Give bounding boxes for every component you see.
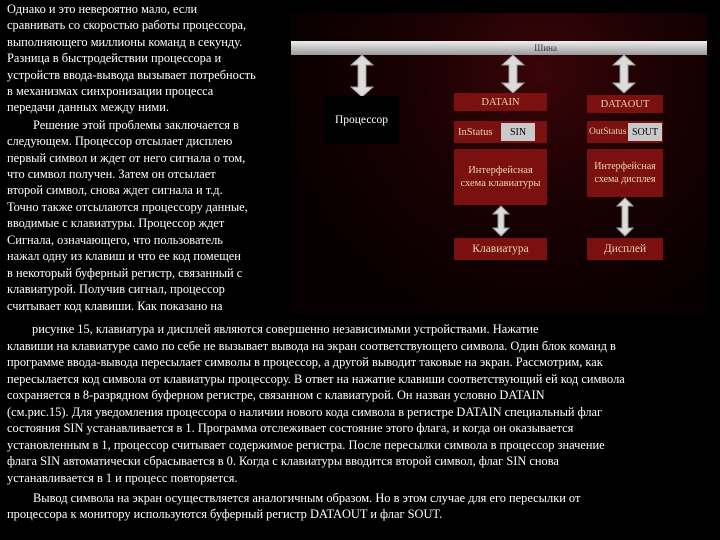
sout-flag: SOUT [628, 123, 662, 141]
sin-label: SIN [509, 126, 527, 138]
text-line: программе ввода-вывода пересылает символ… [7, 355, 603, 369]
keyboard-label: Клавиатура [472, 243, 529, 255]
text-line: Однако и это невероятно мало, если [7, 2, 198, 16]
text-line: Решение этой проблемы заключается в [33, 118, 239, 132]
text-line: сравнивать со скоростью работы процессор… [7, 18, 247, 32]
system-bus: Шина [291, 41, 707, 55]
text-line: процессора к монитору используются буфер… [7, 507, 443, 521]
text-line: состояния SIN устанавливается в 1. Прогр… [7, 421, 574, 435]
dataout-register: DATAOUT [587, 95, 663, 113]
display-box: Дисплей [587, 238, 663, 260]
disp-interface-arrow [616, 197, 634, 237]
text-line: пересылается код символа от клавиатуры п… [7, 372, 625, 386]
processor-label: Процессор [334, 114, 389, 126]
out-status-label: OutStatus [589, 127, 627, 137]
text-line: следующем. Процессор отсылает дисплею [7, 134, 233, 148]
bus-label: Шина [534, 43, 557, 53]
text-line: флага SIN автоматически сбрасывается в 0… [7, 454, 559, 468]
keyboard-box: Клавиатура [454, 238, 547, 260]
text-line: в механизмах синхронизации процесса [7, 84, 214, 98]
text-line: нажал одну из клавиш и что ее код помеще… [7, 249, 241, 263]
display-interface-box: Интерфейсная схема дисплея [587, 149, 663, 197]
bus-to-processor-arrow [349, 54, 375, 98]
keyboard-interface-label: Интерфейсная схема клавиатуры [460, 165, 541, 189]
datain-register: DATAIN [454, 93, 547, 111]
text-line: сохраняется в 8-разрядном буферном регис… [7, 388, 545, 402]
dataout-label: DATAOUT [600, 98, 650, 110]
sout-label: SOUT [631, 126, 659, 138]
text-line: рисунке 15, клавиатура и дисплей являютс… [32, 322, 539, 336]
text-line: передачи данных между ними. [7, 100, 169, 114]
text-line: устройств ввода-вывода вызывает потребно… [7, 68, 256, 82]
text-line: Сигнала, означающего, что пользователь [7, 233, 223, 247]
bus-to-dataout-arrow [611, 54, 637, 94]
text-line: считывает код клавиши. Как показано на [7, 299, 223, 313]
datain-label: DATAIN [481, 96, 520, 108]
text-line: Точно также отсылаются процессору данные… [7, 200, 248, 214]
text-line: устанавливается в 1 и процесс повторяетс… [7, 471, 238, 485]
kbd-interface-arrow [492, 205, 510, 237]
text-line: (см.рис.15). Для уведомления процессора … [7, 405, 603, 419]
bus-to-datain-arrow [500, 54, 526, 94]
keyboard-interface-box: Интерфейсная схема клавиатуры [454, 149, 547, 205]
text-line: второй символ, снова ждет сигнала и т.д. [7, 183, 223, 197]
text-line: выполняющего миллионы команд в секунду. [7, 35, 243, 49]
text-line: что символ получен. Затем он отсылает [7, 167, 216, 181]
text-line: Вывод символа на экран осуществляется ан… [33, 491, 581, 505]
text-line: вводимые с клавиатуры. Процессор ждет [7, 216, 225, 230]
display-label: Дисплей [603, 243, 647, 255]
text-line: установленным в 1, процессор считывает с… [7, 438, 605, 452]
display-interface-label: Интерфейсная схема дисплея [594, 161, 656, 185]
sin-flag: SIN [501, 123, 535, 141]
text-line: первый символ и ждет от него сигнала о т… [7, 151, 246, 165]
io-interface-diagram: Шина Процессор DATAIN InStatus SIN Интер… [291, 13, 707, 315]
text-line: клавиши на клавиатуре само по себе не вы… [7, 339, 616, 353]
in-status-label: InStatus [458, 126, 493, 138]
text-line: в некоторый буферный регистр, связанный … [7, 266, 243, 280]
text-line: клавиатурой. Получив сигнал, процессор [7, 282, 225, 296]
text-line: Разница в быстродействии процессора и [7, 51, 222, 65]
processor-box: Процессор [324, 96, 399, 144]
